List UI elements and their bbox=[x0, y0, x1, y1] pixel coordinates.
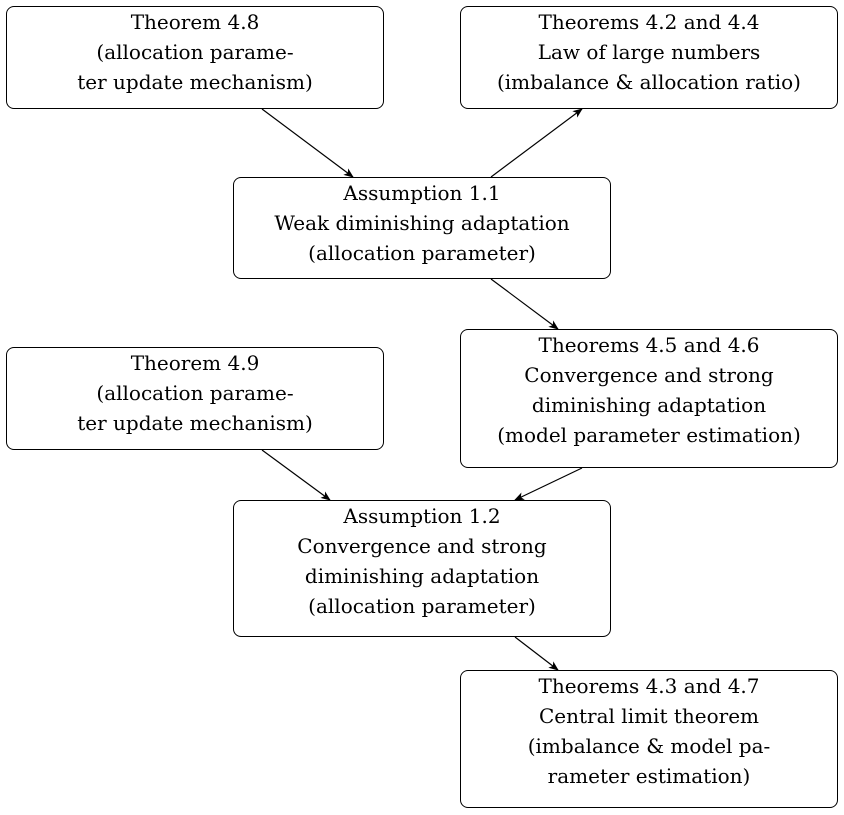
node-line: (allocation parameter) bbox=[308, 241, 536, 265]
edge-asm11-to-thm42 bbox=[490, 108, 583, 178]
node-theorems-4-3-and-4-7: Theorems 4.3 and 4.7 Central limit theor… bbox=[460, 670, 838, 808]
node-line: (allocation parame- bbox=[96, 381, 294, 405]
node-assumption-1-1: Assumption 1.1 Weak diminishing adaptati… bbox=[233, 177, 611, 279]
node-line: Convergence and strong bbox=[524, 363, 774, 387]
node-line: (model parameter estimation) bbox=[497, 423, 801, 447]
node-line: Convergence and strong bbox=[297, 534, 547, 558]
node-line: Theorems 4.5 and 4.6 bbox=[538, 333, 760, 357]
node-line: ter update mechanism) bbox=[77, 411, 313, 435]
node-theorem-4-8: Theorem 4.8 (allocation parame- ter upda… bbox=[6, 6, 384, 109]
node-line: (imbalance & model pa- bbox=[527, 734, 771, 758]
edge-thm45-to-asm12 bbox=[514, 467, 583, 501]
edge-thm49-to-asm12 bbox=[261, 449, 331, 501]
node-line: Theorem 4.8 bbox=[130, 10, 260, 34]
node-line: (imbalance & allocation ratio) bbox=[496, 70, 801, 94]
node-line: diminishing adaptation bbox=[531, 393, 767, 417]
node-line: Central limit theorem bbox=[539, 704, 759, 728]
node-line: rameter estimation) bbox=[547, 764, 751, 788]
node-line: Theorems 4.3 and 4.7 bbox=[538, 674, 760, 698]
edge-asm12-to-thm43 bbox=[514, 636, 559, 671]
node-line: (allocation parameter) bbox=[308, 594, 536, 618]
node-line: ter update mechanism) bbox=[77, 70, 313, 94]
node-line: (allocation parame- bbox=[96, 40, 294, 64]
node-line: Assumption 1.1 bbox=[343, 181, 501, 205]
node-line: diminishing adaptation bbox=[304, 564, 540, 588]
edge-thm48-to-asm11 bbox=[261, 108, 354, 178]
node-line: Weak diminishing adaptation bbox=[274, 211, 570, 235]
node-line: Assumption 1.2 bbox=[343, 504, 501, 528]
node-line: Theorem 4.9 bbox=[130, 351, 260, 375]
node-line: Law of large numbers bbox=[537, 40, 761, 64]
node-theorems-4-5-and-4-6: Theorems 4.5 and 4.6 Convergence and str… bbox=[460, 329, 838, 468]
node-theorem-4-9: Theorem 4.9 (allocation parame- ter upda… bbox=[6, 347, 384, 450]
node-theorems-4-2-and-4-4: Theorems 4.2 and 4.4 Law of large number… bbox=[460, 6, 838, 109]
node-line: Theorems 4.2 and 4.4 bbox=[538, 10, 760, 34]
node-assumption-1-2: Assumption 1.2 Convergence and strong di… bbox=[233, 500, 611, 637]
edge-asm11-to-thm45 bbox=[490, 278, 559, 330]
